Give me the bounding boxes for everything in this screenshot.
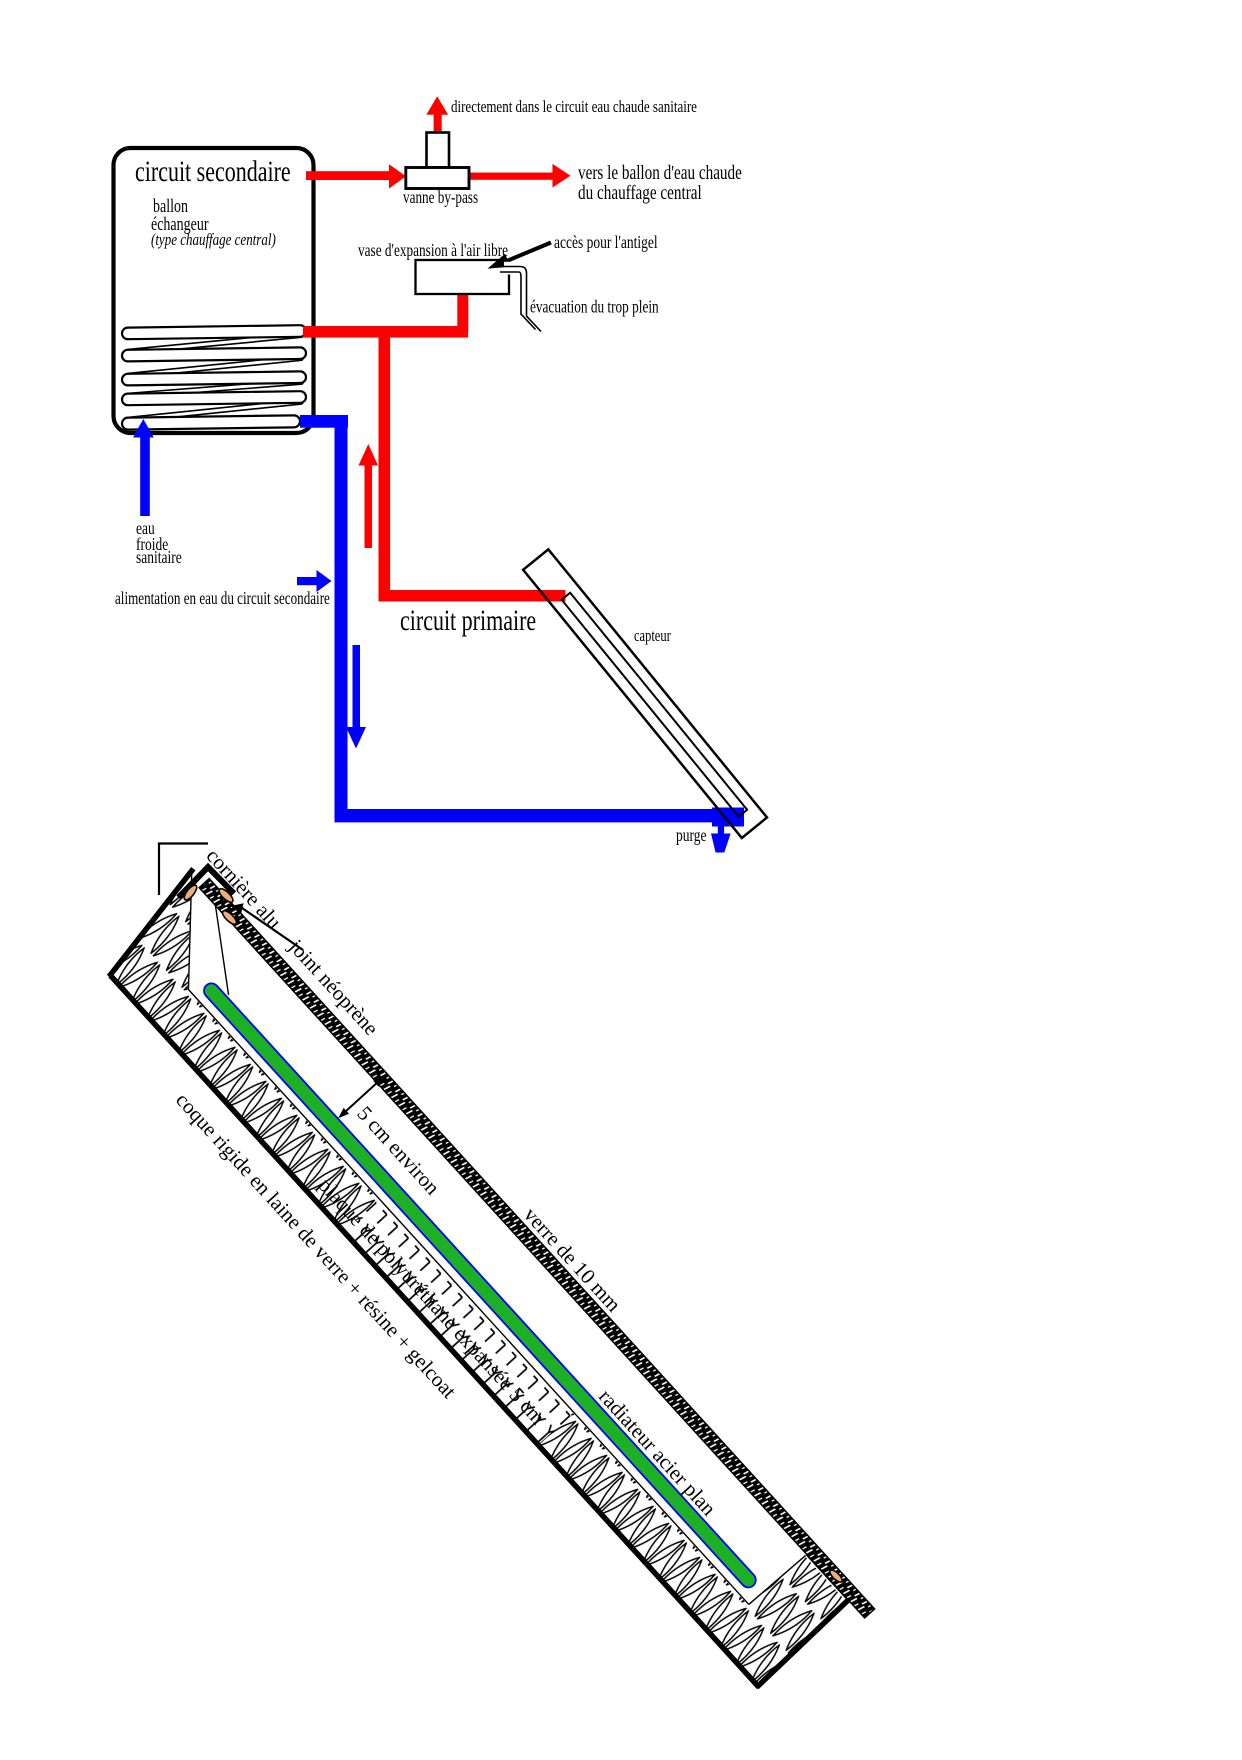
svg-text:froide: froide [136, 535, 168, 554]
svg-text:capteur: capteur [634, 627, 671, 645]
svg-text:du chauffage central: du chauffage central [578, 181, 702, 204]
svg-text:directement dans le circuit ea: directement dans le circuit eau chaude s… [451, 97, 697, 116]
svg-text:accès pour l'antigel: accès pour l'antigel [554, 233, 658, 252]
svg-text:alimentation en eau du circuit: alimentation en eau du circuit secondair… [115, 589, 330, 608]
svg-text:sanitaire: sanitaire [136, 548, 182, 567]
svg-text:vanne by-pass: vanne by-pass [403, 188, 478, 207]
svg-text:vers le ballon d'eau chaude: vers le ballon d'eau chaude [578, 161, 742, 184]
svg-text:échangeur: échangeur [151, 213, 209, 234]
svg-text:(type chauffage central): (type chauffage central) [151, 230, 276, 249]
svg-text:vase d'expansion à l'air libre: vase d'expansion à l'air libre [358, 241, 508, 260]
svg-text:circuit secondaire: circuit secondaire [135, 155, 291, 188]
svg-text:purge: purge [676, 826, 706, 845]
svg-text:eau: eau [136, 519, 155, 538]
svg-text:circuit primaire: circuit primaire [400, 604, 536, 637]
svg-text:ballon: ballon [153, 195, 188, 216]
svg-text:évacuation du trop plein: évacuation du trop plein [530, 298, 659, 317]
